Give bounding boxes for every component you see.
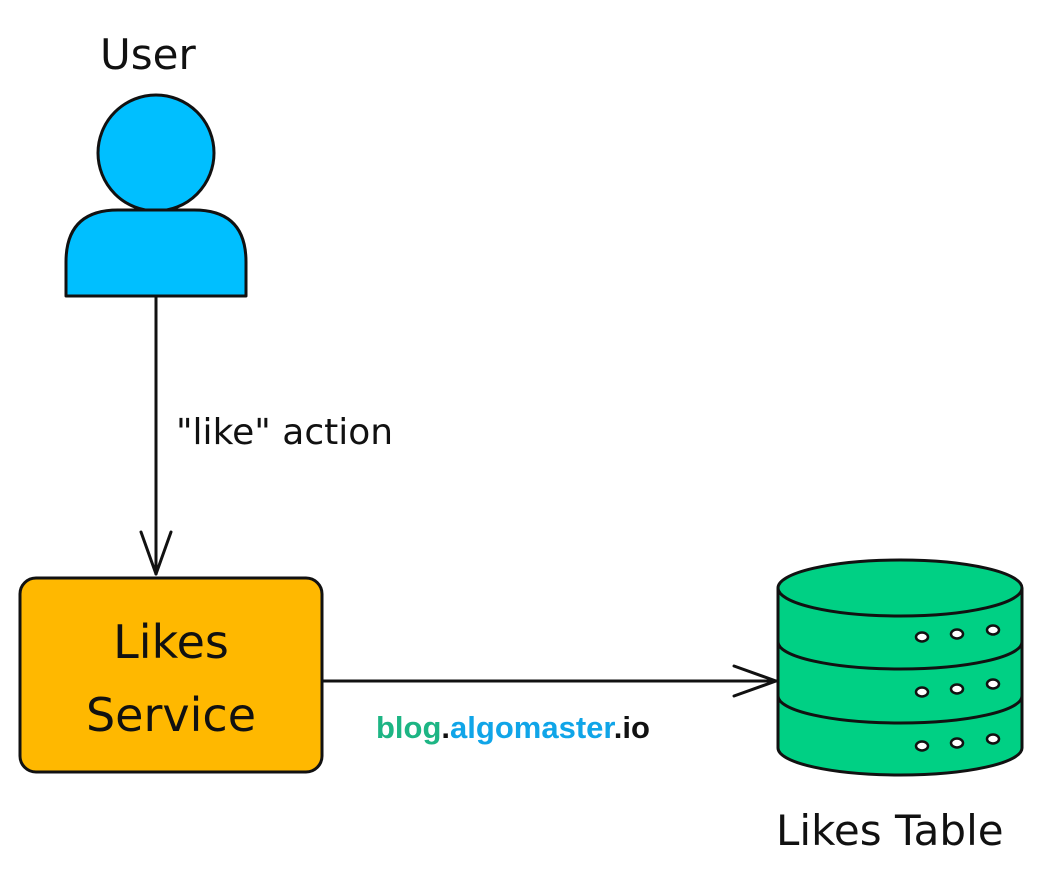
watermark-io: .io: [613, 710, 650, 745]
watermark: blog.algomaster.io: [376, 710, 650, 746]
likes-table-label: Likes Table: [776, 806, 1004, 855]
database-indicator-dots: [914, 624, 1001, 752]
service-to-table-arrow: [320, 664, 778, 698]
like-action-label: "like" action: [176, 412, 394, 453]
likes-service-box: [18, 576, 324, 774]
database-icon: [776, 558, 1024, 777]
watermark-dot: .: [441, 710, 451, 745]
user-to-service-arrow: [139, 294, 173, 576]
user-icon: [64, 93, 248, 298]
service-label-line1: Likes: [113, 615, 229, 669]
watermark-algomaster: algomaster: [450, 710, 614, 745]
watermark-blog: blog: [376, 710, 442, 745]
service-label-line2: Service: [85, 688, 256, 742]
user-label: User: [100, 30, 196, 79]
